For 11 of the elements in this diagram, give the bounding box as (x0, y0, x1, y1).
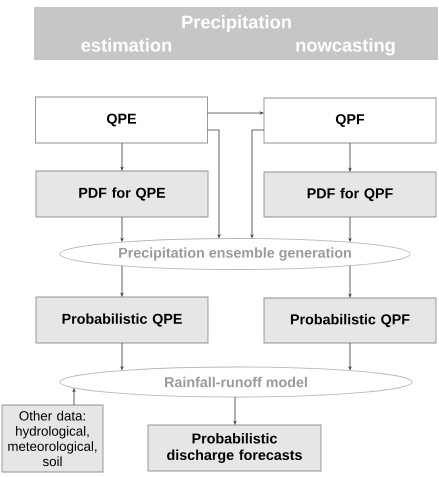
process-box: PDF for QPF (264, 172, 436, 218)
band-label: nowcasting (296, 38, 395, 56)
process-box: Probabilistic discharge forecasts (148, 424, 322, 472)
process-box: QPE (35, 96, 208, 144)
band-label: estimation (81, 38, 172, 52)
process-box: Probabilistic QPF (264, 298, 436, 344)
process-box: Other data: hydrological, meteorological, soil (2, 404, 104, 472)
band-heading: Precipitation (182, 15, 291, 32)
process-box: PDF for QPE (36, 170, 208, 218)
process-box: QPF (264, 98, 436, 144)
process-box: Probabilistic QPE (36, 296, 208, 344)
